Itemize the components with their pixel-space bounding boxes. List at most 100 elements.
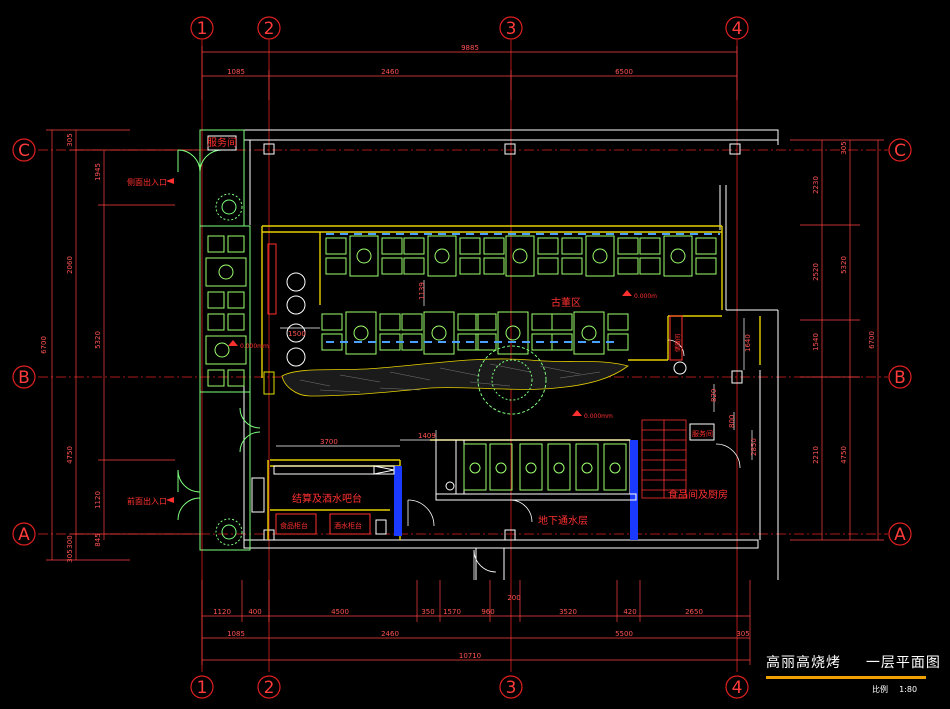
dim-right-b5: 4750 xyxy=(840,446,848,464)
grid-bubble-top-2 xyxy=(257,16,281,40)
dim-bottom-fine5: 1570 xyxy=(443,608,461,616)
grid-lines xyxy=(38,40,888,672)
dimension-lines-top xyxy=(201,46,738,100)
dim-top-seg3: 6500 xyxy=(615,68,633,76)
dim-top-total: 9885 xyxy=(461,44,479,52)
level-marker-3: 0.000mm xyxy=(584,413,613,420)
grid-bubble-left-b xyxy=(12,365,36,389)
plant-icon xyxy=(491,359,533,401)
counter-end xyxy=(375,519,387,535)
dim-right-a: 5320 xyxy=(840,256,848,274)
dim-mid-820: 820 xyxy=(710,389,718,402)
room-label-kitchen: 食品间及厨房 xyxy=(668,488,728,501)
dim-bottom-fine3: 4500 xyxy=(331,608,349,616)
dim-left-b3: 2060 xyxy=(66,256,74,274)
room-label-counter-b: 酒水柜台 xyxy=(334,521,362,530)
column-b4 xyxy=(731,370,743,384)
plant-icon xyxy=(477,345,547,415)
dim-left-b5: 1120 xyxy=(94,491,102,509)
room-label-stair-area: 地下通水层 xyxy=(538,514,588,527)
grid-bubble-bottom-2 xyxy=(257,675,281,699)
stool-icon xyxy=(286,295,306,315)
dim-left-b2: 1945 xyxy=(94,163,102,181)
grid-label-right-b: B xyxy=(894,368,906,388)
grid-label-left-c: C xyxy=(18,141,30,161)
plant-icon xyxy=(221,199,237,215)
grid-label-right-c: C xyxy=(894,141,906,161)
dim-top-seg2: 2460 xyxy=(381,68,399,76)
dim-mid-1139: 1139 xyxy=(418,282,426,300)
bar-counter xyxy=(267,243,277,315)
service-top-box xyxy=(207,135,237,151)
title-block: 高丽高烧烤 一层平面图 比例 1:80 xyxy=(766,652,941,695)
dim-bottom-fine4: 350 xyxy=(421,608,434,616)
grid-label-bottom-3: 3 xyxy=(506,678,517,698)
dim-mid-2850: 2850 xyxy=(750,438,758,456)
dim-bottom-fine1: 1120 xyxy=(213,608,231,616)
plant-icon xyxy=(215,518,243,546)
column-b2 xyxy=(263,371,275,395)
dim-bottom-seg3: 5500 xyxy=(615,630,633,638)
grid-label-bottom-2: 2 xyxy=(264,678,275,698)
dim-bottom-fine9: 2650 xyxy=(685,608,703,616)
stool-icon xyxy=(286,272,306,292)
title-underline xyxy=(766,676,926,679)
dim-left-b4: 4750 xyxy=(66,446,74,464)
dimension-lines-right xyxy=(790,139,884,541)
grid-bubble-top-4 xyxy=(725,16,749,40)
dim-bottom-fine2: 400 xyxy=(248,608,261,616)
column-c3 xyxy=(504,143,516,155)
drain-icon xyxy=(445,481,455,491)
storage-box xyxy=(669,315,683,361)
entrance-arrow-icon xyxy=(166,178,174,184)
grid-bubble-top-3 xyxy=(499,16,523,40)
dim-left-total: 6700 xyxy=(40,336,48,354)
wall-column-blue xyxy=(394,466,402,536)
scale-label: 比例 xyxy=(872,685,888,694)
dim-mid-3700: 3700 xyxy=(320,438,338,446)
wall-column-blue xyxy=(630,440,638,540)
grid-label-bottom-4: 4 xyxy=(732,678,743,698)
stool-icon xyxy=(286,323,306,343)
dimension-lines-left xyxy=(46,129,200,561)
room-label-front-entrance: 前面出入口 xyxy=(127,496,167,506)
dim-mid-800: 800 xyxy=(728,415,736,428)
project-name: 高丽高烧烤 xyxy=(766,655,841,671)
dim-right-b2: 2230 xyxy=(812,176,820,194)
dining-tables-top xyxy=(325,235,717,277)
staircase xyxy=(641,419,687,499)
grid-bubble-top-1 xyxy=(190,16,214,40)
dim-mid-1640: 1640 xyxy=(744,334,752,352)
level-arrow-icon xyxy=(622,290,632,296)
dim-right-b6: 2210 xyxy=(812,446,820,464)
service-right-box xyxy=(689,423,715,441)
grid-label-right-a: A xyxy=(894,525,906,545)
grid-bubble-bottom-3 xyxy=(499,675,523,699)
plant-icon xyxy=(215,193,243,221)
dining-tables-middle xyxy=(321,311,629,355)
dim-right-b4: 1540 xyxy=(812,333,820,351)
dim-right-b3: 2520 xyxy=(812,263,820,281)
dim-bottom-seg1: 1085 xyxy=(227,630,245,638)
grid-bubble-right-b xyxy=(888,365,912,389)
dim-right-total: 6700 xyxy=(868,331,876,349)
dimension-lines-bottom xyxy=(201,580,751,665)
grid-bubble-left-c xyxy=(12,138,36,162)
grid-label-top-1: 1 xyxy=(197,19,208,39)
dim-left-b7: 305 xyxy=(66,549,74,562)
service-top-label: 服务间 xyxy=(207,136,237,149)
room-label-cashier: 结算及酒水吧台 xyxy=(292,492,362,505)
dim-bottom-fine6: 960 xyxy=(481,608,494,616)
dim-left-a: 5320 xyxy=(94,331,102,349)
interior-dim-lines xyxy=(276,280,753,460)
grid-bubble-right-c xyxy=(888,138,912,162)
level-arrow-icon xyxy=(228,340,238,346)
dim-bottom-seg4: 305 xyxy=(736,630,749,638)
column-a3 xyxy=(504,529,516,541)
drain-icon xyxy=(673,361,687,375)
entrance-zone xyxy=(177,129,261,551)
grid-label-top-2: 2 xyxy=(264,19,275,39)
room-label-storage: 储藏间 xyxy=(674,334,682,352)
booth-area xyxy=(435,439,631,495)
